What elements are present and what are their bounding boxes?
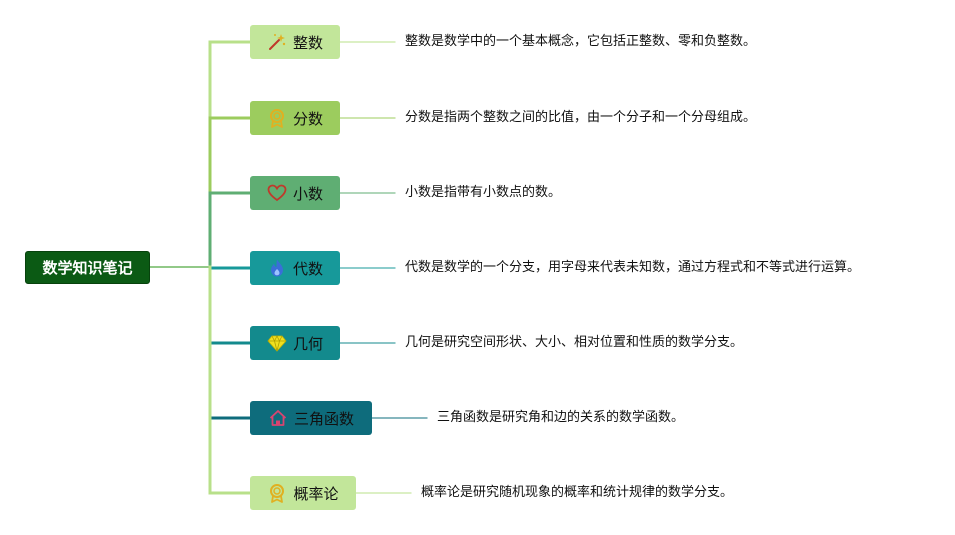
award-badge-icon (267, 108, 287, 128)
branch-node[interactable]: 分数 (250, 101, 340, 135)
branch-description: 分数是指两个整数之间的比值，由一个分子和一个分母组成。 (405, 110, 757, 125)
branch-description: 三角函数是研究角和边的关系的数学函数。 (437, 410, 685, 425)
branch-node-label: 概率论 (293, 484, 339, 503)
branch-node-label: 分数 (292, 109, 323, 128)
branch-node-label: 几何 (292, 334, 323, 353)
branch-node[interactable]: 小数 (250, 176, 340, 210)
branch-node-label: 三角函数 (293, 409, 354, 428)
branch-description: 整数是数学中的一个基本概念，它包括正整数、零和负整数。 (405, 34, 757, 49)
root-node-label: 数学知识笔记 (42, 259, 133, 277)
branch-node[interactable]: 整数 (250, 25, 340, 59)
heart-icon (267, 183, 287, 203)
branch-node[interactable]: 几何 (250, 326, 340, 360)
branch-node-label: 代数 (292, 259, 323, 278)
home-icon (268, 408, 288, 428)
branch-node[interactable]: 三角函数 (250, 401, 372, 435)
branch-node[interactable]: 代数 (250, 251, 340, 285)
root-node[interactable]: 数学知识笔记 (25, 251, 150, 284)
branch-node-label: 整数 (292, 33, 323, 52)
flame-icon (267, 258, 287, 278)
diamond-icon (267, 333, 287, 353)
award-badge-icon (267, 483, 287, 503)
branch-description: 概率论是研究随机现象的概率和统计规律的数学分支。 (421, 485, 734, 500)
magic-wand-icon (267, 32, 287, 52)
branch-node[interactable]: 概率论 (250, 476, 356, 510)
branch-description: 小数是指带有小数点的数。 (405, 185, 562, 200)
branch-description: 几何是研究空间形状、大小、相对位置和性质的数学分支。 (405, 335, 744, 350)
branch-description: 代数是数学的一个分支，用字母来代表未知数，通过方程式和不等式进行运算。 (405, 260, 861, 275)
branch-node-label: 小数 (292, 184, 323, 203)
